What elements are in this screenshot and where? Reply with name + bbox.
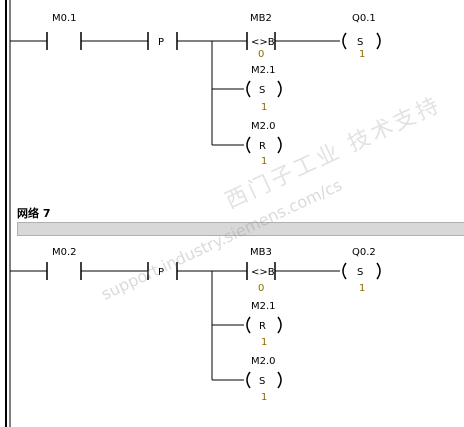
coil-type: S — [259, 85, 265, 96]
coil-m2-0[interactable]: M2.0 R 1 — [246, 121, 282, 167]
network-comment-bar[interactable] — [17, 222, 464, 236]
coil-type: S — [357, 267, 363, 278]
coil-count: 1 — [261, 156, 267, 167]
coil-address: Q0.1 — [352, 13, 376, 24]
coil-count: 1 — [261, 392, 267, 403]
compare-address: MB3 — [250, 247, 272, 258]
compare-operator: <>B — [251, 37, 275, 48]
compare-contact-mb3[interactable]: MB3 <>B 0 — [246, 247, 276, 294]
coil-address: Q0.2 — [352, 247, 376, 258]
coil-m2-0[interactable]: M2.0 S 1 — [246, 356, 282, 403]
compare-address: MB2 — [250, 13, 272, 24]
coil-count: 1 — [261, 102, 267, 113]
positive-edge-contact[interactable]: P — [147, 32, 178, 50]
rung-2: M0.2 P MB3 <>B 0 Q0.2 S 1 M2.1 R — [10, 247, 381, 403]
compare-operator: <>B — [251, 267, 275, 278]
coil-address: M2.1 — [251, 65, 276, 76]
coil-address: M2.1 — [251, 301, 276, 312]
coil-count: 1 — [359, 283, 365, 294]
coil-type: R — [259, 141, 266, 152]
compare-value: 0 — [258, 49, 264, 60]
compare-contact-mb2[interactable]: MB2 <>B 0 — [246, 13, 276, 60]
coil-address: M2.0 — [251, 121, 276, 132]
rung-1: M0.1 P MB2 <>B 0 Q0.1 S 1 — [10, 13, 381, 167]
contact-m0-1[interactable]: M0.1 — [46, 13, 82, 50]
edge-label: P — [158, 37, 164, 48]
contact-m0-2[interactable]: M0.2 — [46, 247, 82, 280]
coil-m2-1[interactable]: M2.1 R 1 — [246, 301, 282, 348]
contact-address: M0.1 — [52, 13, 77, 24]
edge-label: P — [158, 267, 164, 278]
coil-type: S — [357, 37, 363, 48]
positive-edge-contact[interactable]: P — [147, 262, 178, 280]
coil-type: R — [259, 321, 266, 332]
coil-m2-1[interactable]: M2.1 S 1 — [246, 65, 282, 113]
compare-value: 0 — [258, 283, 264, 294]
coil-type: S — [259, 376, 265, 387]
coil-q0-1[interactable]: Q0.1 S 1 — [342, 13, 381, 60]
contact-address: M0.2 — [52, 247, 77, 258]
coil-address: M2.0 — [251, 356, 276, 367]
coil-count: 1 — [359, 49, 365, 60]
coil-q0-2[interactable]: Q0.2 S 1 — [342, 247, 381, 294]
network-title[interactable]: 网络 7 — [17, 207, 51, 220]
coil-count: 1 — [261, 337, 267, 348]
